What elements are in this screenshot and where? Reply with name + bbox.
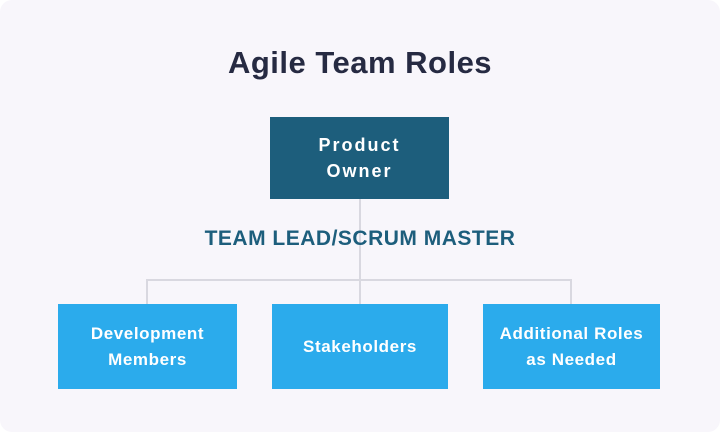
connector-label-team-lead-scrum-master: TEAM LEAD/SCRUM MASTER — [204, 227, 516, 250]
connector-horizontal-line — [146, 279, 572, 281]
connector-left-vertical-line — [146, 279, 148, 305]
page-title: Agile Team Roles — [227, 45, 493, 80]
connector-right-vertical-line — [570, 279, 572, 305]
connector-root-vertical-line — [359, 198, 361, 304]
org-node-product-owner: Product Owner — [270, 117, 449, 199]
org-node-stakeholders: Stakeholders — [272, 304, 448, 389]
org-node-additional-roles: Additional Roles as Needed — [483, 304, 660, 389]
org-node-development-members: Development Members — [58, 304, 237, 389]
